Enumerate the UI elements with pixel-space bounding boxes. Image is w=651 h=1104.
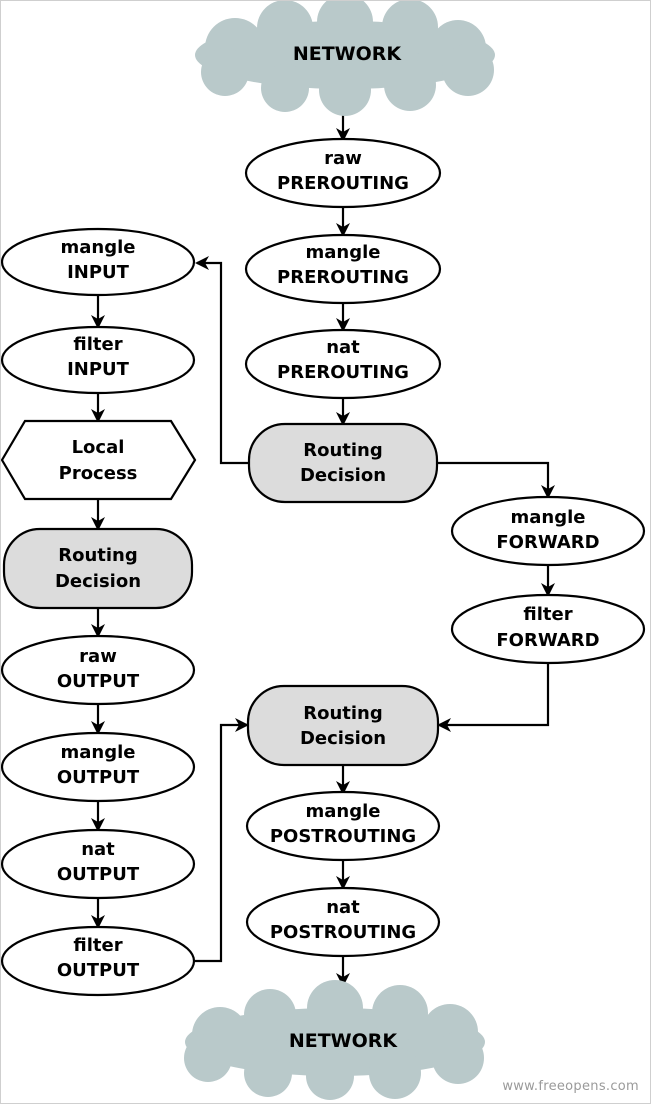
node-filter-input: filter INPUT [0, 325, 196, 395]
node-nat-prerouting: nat PREROUTING [244, 328, 442, 400]
node-filter-forward-chain: FORWARD [496, 630, 599, 651]
svg-text:nat: nat [81, 839, 115, 860]
svg-text:POSTROUTING: POSTROUTING [270, 922, 416, 943]
svg-text:Process: Process [59, 463, 138, 484]
svg-text:OUTPUT: OUTPUT [57, 767, 140, 788]
node-filter-input-table: filter [73, 334, 122, 355]
node-mangle-input: mangle INPUT [0, 227, 196, 297]
node-filter-output-table: filter [73, 935, 122, 956]
node-mangle-input-chain: INPUT [67, 262, 130, 283]
node-mangle-forward-chain: FORWARD [496, 532, 599, 553]
svg-text:INPUT: INPUT [67, 359, 130, 380]
node-mangle-forward-table: mangle [511, 507, 586, 528]
node-raw-prerouting-chain: PREROUTING [277, 173, 409, 194]
node-mangle-prerouting: mangle PREROUTING [244, 233, 442, 305]
svg-text:OUTPUT: OUTPUT [57, 671, 140, 692]
node-nat-output: nat OUTPUT [0, 828, 196, 900]
network-top-cloud: NETWORK [195, 0, 495, 116]
svg-text:PREROUTING: PREROUTING [277, 267, 409, 288]
node-mangle-postrouting-table: mangle [306, 801, 381, 822]
node-filter-forward-table: filter [523, 604, 572, 625]
node-mangle-prerouting-table: mangle [306, 242, 381, 263]
svg-text:nat: nat [326, 337, 360, 358]
routing-decision-3-line1: Routing [303, 703, 383, 724]
node-nat-output-table: nat [81, 839, 115, 860]
svg-text:OUTPUT: OUTPUT [57, 864, 140, 885]
routing-decision-3-line2: Decision [300, 728, 386, 749]
node-raw-prerouting: raw PREROUTING [244, 137, 442, 209]
node-nat-prerouting-table: nat [326, 337, 360, 358]
node-mangle-forward: mangle FORWARD [450, 495, 646, 567]
node-nat-postrouting-table: nat [326, 897, 360, 918]
node-mangle-output-chain: OUTPUT [57, 767, 140, 788]
svg-text:mangle: mangle [61, 237, 136, 258]
svg-text:mangle: mangle [511, 507, 586, 528]
svg-text:filter: filter [73, 935, 122, 956]
arrow-routing-to-mangle-forward [437, 461, 555, 499]
node-filter-output: filter OUTPUT [0, 925, 196, 997]
node-filter-input-chain: INPUT [67, 359, 130, 380]
node-mangle-postrouting-chain: POSTROUTING [270, 826, 416, 847]
node-raw-output-chain: OUTPUT [57, 671, 140, 692]
local-process-line2: Process [59, 463, 138, 484]
svg-text:filter: filter [523, 604, 572, 625]
node-nat-prerouting-chain: PREROUTING [277, 362, 409, 383]
node-filter-output-chain: OUTPUT [57, 960, 140, 981]
svg-text:Decision: Decision [300, 465, 386, 486]
svg-text:mangle: mangle [61, 742, 136, 763]
node-mangle-input-table: mangle [61, 237, 136, 258]
node-filter-forward: filter FORWARD [450, 593, 646, 665]
node-raw-output-table: raw [79, 646, 117, 667]
node-mangle-output: mangle OUTPUT [0, 731, 196, 803]
network-top-label: NETWORK [293, 43, 403, 65]
svg-text:Decision: Decision [300, 728, 386, 749]
svg-text:nat: nat [326, 897, 360, 918]
svg-text:OUTPUT: OUTPUT [57, 960, 140, 981]
node-raw-output: raw OUTPUT [0, 634, 196, 706]
svg-text:POSTROUTING: POSTROUTING [270, 826, 416, 847]
node-routing-decision-1: Routing Decision [247, 422, 439, 504]
network-bottom-cloud: NETWORK [184, 980, 485, 1100]
node-mangle-postrouting: mangle POSTROUTING [245, 790, 441, 862]
svg-text:Decision: Decision [55, 571, 141, 592]
routing-decision-1-line2: Decision [300, 465, 386, 486]
svg-text:mangle: mangle [306, 801, 381, 822]
node-mangle-output-table: mangle [61, 742, 136, 763]
arrow-filter-forward-to-routing [437, 663, 550, 732]
watermark-text: www.freeopens.com [502, 1079, 639, 1094]
svg-text:raw: raw [79, 646, 117, 667]
node-local-process: Local Process [0, 419, 197, 501]
svg-text:mangle: mangle [306, 242, 381, 263]
local-process-line1: Local [72, 437, 125, 458]
node-routing-decision-3: Routing Decision [246, 684, 440, 767]
svg-text:Local: Local [72, 437, 125, 458]
svg-text:PREROUTING: PREROUTING [277, 362, 409, 383]
node-nat-output-chain: OUTPUT [57, 864, 140, 885]
routing-decision-2-line2: Decision [55, 571, 141, 592]
connectors [91, 114, 555, 987]
arrow-filter-output-to-routing [194, 718, 249, 963]
node-nat-postrouting: nat POSTROUTING [245, 886, 441, 958]
svg-text:raw: raw [324, 148, 362, 169]
network-bottom-label: NETWORK [289, 1030, 399, 1052]
routing-decision-2-line1: Routing [58, 545, 138, 566]
arrow-routing-to-mangle-input [195, 256, 249, 465]
svg-text:filter: filter [73, 334, 122, 355]
node-nat-postrouting-chain: POSTROUTING [270, 922, 416, 943]
routing-decision-1-line1: Routing [303, 440, 383, 461]
svg-text:PREROUTING: PREROUTING [277, 173, 409, 194]
svg-text:INPUT: INPUT [67, 262, 130, 283]
svg-text:FORWARD: FORWARD [496, 532, 599, 553]
svg-text:Routing: Routing [303, 703, 383, 724]
svg-text:Routing: Routing [303, 440, 383, 461]
svg-text:FORWARD: FORWARD [496, 630, 599, 651]
svg-text:Routing: Routing [58, 545, 138, 566]
node-routing-decision-2: Routing Decision [2, 527, 194, 610]
node-mangle-prerouting-chain: PREROUTING [277, 267, 409, 288]
node-raw-prerouting-table: raw [324, 148, 362, 169]
